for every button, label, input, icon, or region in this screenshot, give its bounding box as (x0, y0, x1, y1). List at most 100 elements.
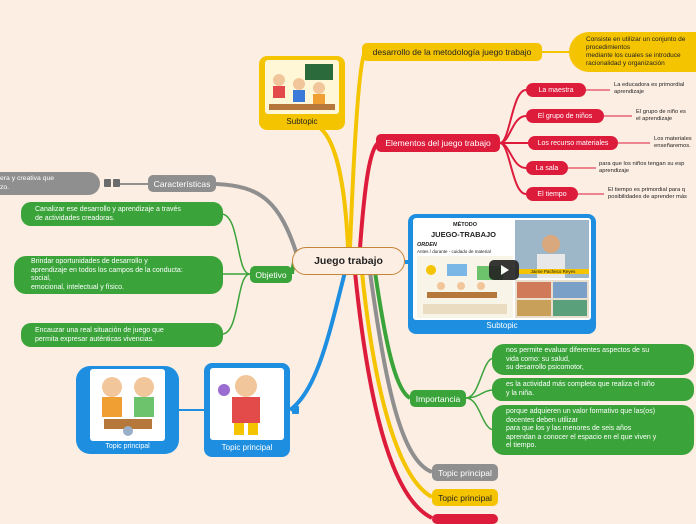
notes-icon[interactable] (292, 406, 299, 414)
topic-card-left[interactable]: Topic principal (76, 366, 179, 454)
caracteristicas-detail-line: era y creativa que (0, 175, 55, 182)
bottom-topic-yellow[interactable]: Topic principal (432, 489, 498, 506)
importancia-item-line: docentes deben utilizar (506, 416, 578, 424)
objetivo-item-line: social, (31, 275, 51, 282)
elementos-label: Elementos del juego trabajo (385, 138, 491, 148)
elemento-sala[interactable]: La sala (526, 161, 568, 175)
importancia-item-line: porque adquieren un valor formativo que … (506, 408, 656, 415)
subtopic-card-label: Subtopic (286, 117, 318, 126)
objetivo-item-line: emocional, intelectual y físico. (31, 283, 124, 291)
caracteristicas-topic[interactable]: Características (148, 175, 216, 192)
importancia-item-line: es la actividad más completa que realiza… (506, 381, 655, 388)
elemento-detail: La educadora es primordial aprendizaje (614, 82, 696, 96)
collapse-icon[interactable] (113, 179, 120, 187)
elemento-detail-line: El tiempo es primordial para q (608, 187, 686, 193)
elemento-label: La sala (535, 164, 559, 172)
objetivo-item-line: Brindar oportunidades de desarrollo y (31, 258, 148, 265)
elemento-grupo[interactable]: El grupo de niños (526, 109, 604, 123)
kids-playing-icon (102, 377, 154, 436)
importancia-item-line: y la niña. (506, 389, 535, 397)
importancia-item-box[interactable] (492, 405, 694, 455)
topic-card-right[interactable]: Topic principal (204, 363, 290, 457)
video-panel-title: MÉTODO (453, 222, 478, 228)
metodologia-detail-line: racionalidad y organización (586, 60, 665, 67)
objetivo-item-line: Encauzar una real situación de juego que (35, 327, 164, 334)
bottom-topic-label: Topic principal (438, 467, 492, 478)
kids-classroom-image (265, 60, 339, 114)
elemento-detail-line: el aprendizaje (636, 116, 673, 122)
metodologia-detail-line: mediante los cuales se introduce (586, 52, 681, 59)
elemento-detail: para que los niños tengan su esp aprendi… (599, 161, 696, 175)
elemento-maestra[interactable]: La maestra (526, 83, 586, 97)
objetivo-item: Brindar oportunidades de desarrollo y ap… (31, 258, 219, 292)
central-topic[interactable]: Juego trabajo (292, 247, 405, 275)
topic-card-label: Topic principal (221, 443, 273, 452)
play-icon (501, 265, 509, 275)
importancia-item-line: para que los y las menores de seis años (506, 425, 632, 432)
topic-card-label: Topic principal (105, 443, 150, 450)
central-topic-label: Juego trabajo (314, 255, 383, 267)
elementos-topic[interactable]: Elementos del juego trabajo (376, 134, 500, 152)
metodologia-detail-bubble (569, 32, 696, 72)
metodologia-detail: Consiste en utilizar un conjunto de proc… (586, 36, 696, 68)
objetivo-item: Canalizar ese desarrollo y aprendizaje a… (35, 206, 215, 223)
caracteristicas-detail-box (0, 172, 100, 195)
elemento-detail-line: posibilidades de aprender más (608, 194, 687, 200)
importancia-item: nos permite evaluar diferentes aspectos … (506, 347, 692, 373)
video-thumbnail[interactable]: MÉTODO JUEGO-TRABAJO ORDEN Antes / duran… (413, 218, 591, 320)
importancia-topic[interactable]: Importancia (410, 390, 466, 407)
metodologia-detail-line: Consiste en utilizar un conjunto de (586, 36, 686, 43)
importancia-item-line: vida como: su salud, (506, 355, 570, 363)
notes-icon[interactable] (104, 179, 111, 187)
elemento-detail: El tiempo es primordial para q posibilid… (608, 187, 696, 201)
elemento-detail-line: aprendizaje (614, 89, 644, 95)
elemento-recursos[interactable]: Los recurso materiales (528, 136, 618, 150)
video-card-label: Subtopic (486, 321, 518, 330)
elemento-label: El grupo de niños (537, 112, 593, 120)
play-button[interactable] (489, 260, 519, 280)
objetivo-item-box[interactable] (21, 323, 223, 347)
objetivo-item-line: permita expresar auténticas vivencias. (35, 335, 155, 343)
elemento-detail: Los materiales enseñaremos. (654, 136, 696, 150)
caracteristicas-label: Características (153, 178, 211, 189)
subtopic-image-card[interactable]: Subtopic (259, 56, 345, 130)
importancia-item: porque adquieren un valor formativo que … (506, 408, 692, 451)
objetivo-item-box[interactable] (21, 202, 223, 226)
topic-image (90, 369, 165, 441)
elemento-tiempo[interactable]: El tiempo (526, 187, 578, 201)
video-card[interactable]: MÉTODO JUEGO-TRABAJO ORDEN Antes / duran… (408, 214, 596, 334)
kids-illustration-icon (269, 64, 335, 110)
collage-icon (517, 282, 587, 316)
importancia-item-line: nos permite evaluar diferentes aspectos … (506, 347, 650, 354)
metodologia-topic[interactable]: desarrollo de la metodología juego traba… (362, 43, 542, 61)
importancia-label: Importancia (415, 393, 461, 404)
importancia-item-line: el tiempo. (506, 442, 537, 449)
elemento-detail-line: enseñaremos. (654, 143, 691, 149)
bottom-topic-label: Topic principal (438, 492, 492, 503)
objetivo-item-box[interactable] (14, 256, 223, 294)
presenter-name: Jaime Pacheco Reyes (517, 269, 589, 274)
photo-collage (515, 280, 589, 318)
video-panel-line: Antes / durante - cuidado de material (417, 249, 491, 254)
importancia-item-line: su desarrollo psicomotor, (506, 364, 584, 371)
bottom-topic-red[interactable] (432, 514, 498, 524)
metodologia-label: desarrollo de la metodología juego traba… (372, 47, 532, 57)
objetivo-item: Encauzar una real situación de juego que… (35, 327, 215, 344)
objetivo-item-line: aprendizaje en todos los campos de la co… (31, 266, 183, 274)
caracteristicas-detail-line: zo. (0, 183, 10, 191)
objetivo-item-line: Canalizar ese desarrollo y aprendizaje a… (35, 206, 181, 213)
child-illustration-icon (218, 375, 260, 435)
presenter-photo (515, 220, 589, 278)
importancia-item-line: aprendan a conocer el espacio en el que … (506, 433, 657, 441)
importancia-item-box[interactable] (492, 344, 694, 375)
bottom-topic-gray[interactable]: Topic principal (432, 464, 498, 481)
elemento-detail-line: La educadora es primordial (614, 82, 685, 88)
elemento-detail-line: aprendizaje (599, 168, 629, 174)
elemento-detail-line: para que los niños tengan su esp (599, 161, 685, 167)
person-icon (537, 235, 565, 278)
caracteristicas-detail: era y creativa que zo. (0, 175, 96, 192)
objetivo-topic[interactable]: Objetivo (250, 266, 292, 283)
importancia-item-box[interactable] (492, 378, 694, 401)
elemento-detail: El grupo de niño es el aprendizaje (636, 109, 696, 123)
